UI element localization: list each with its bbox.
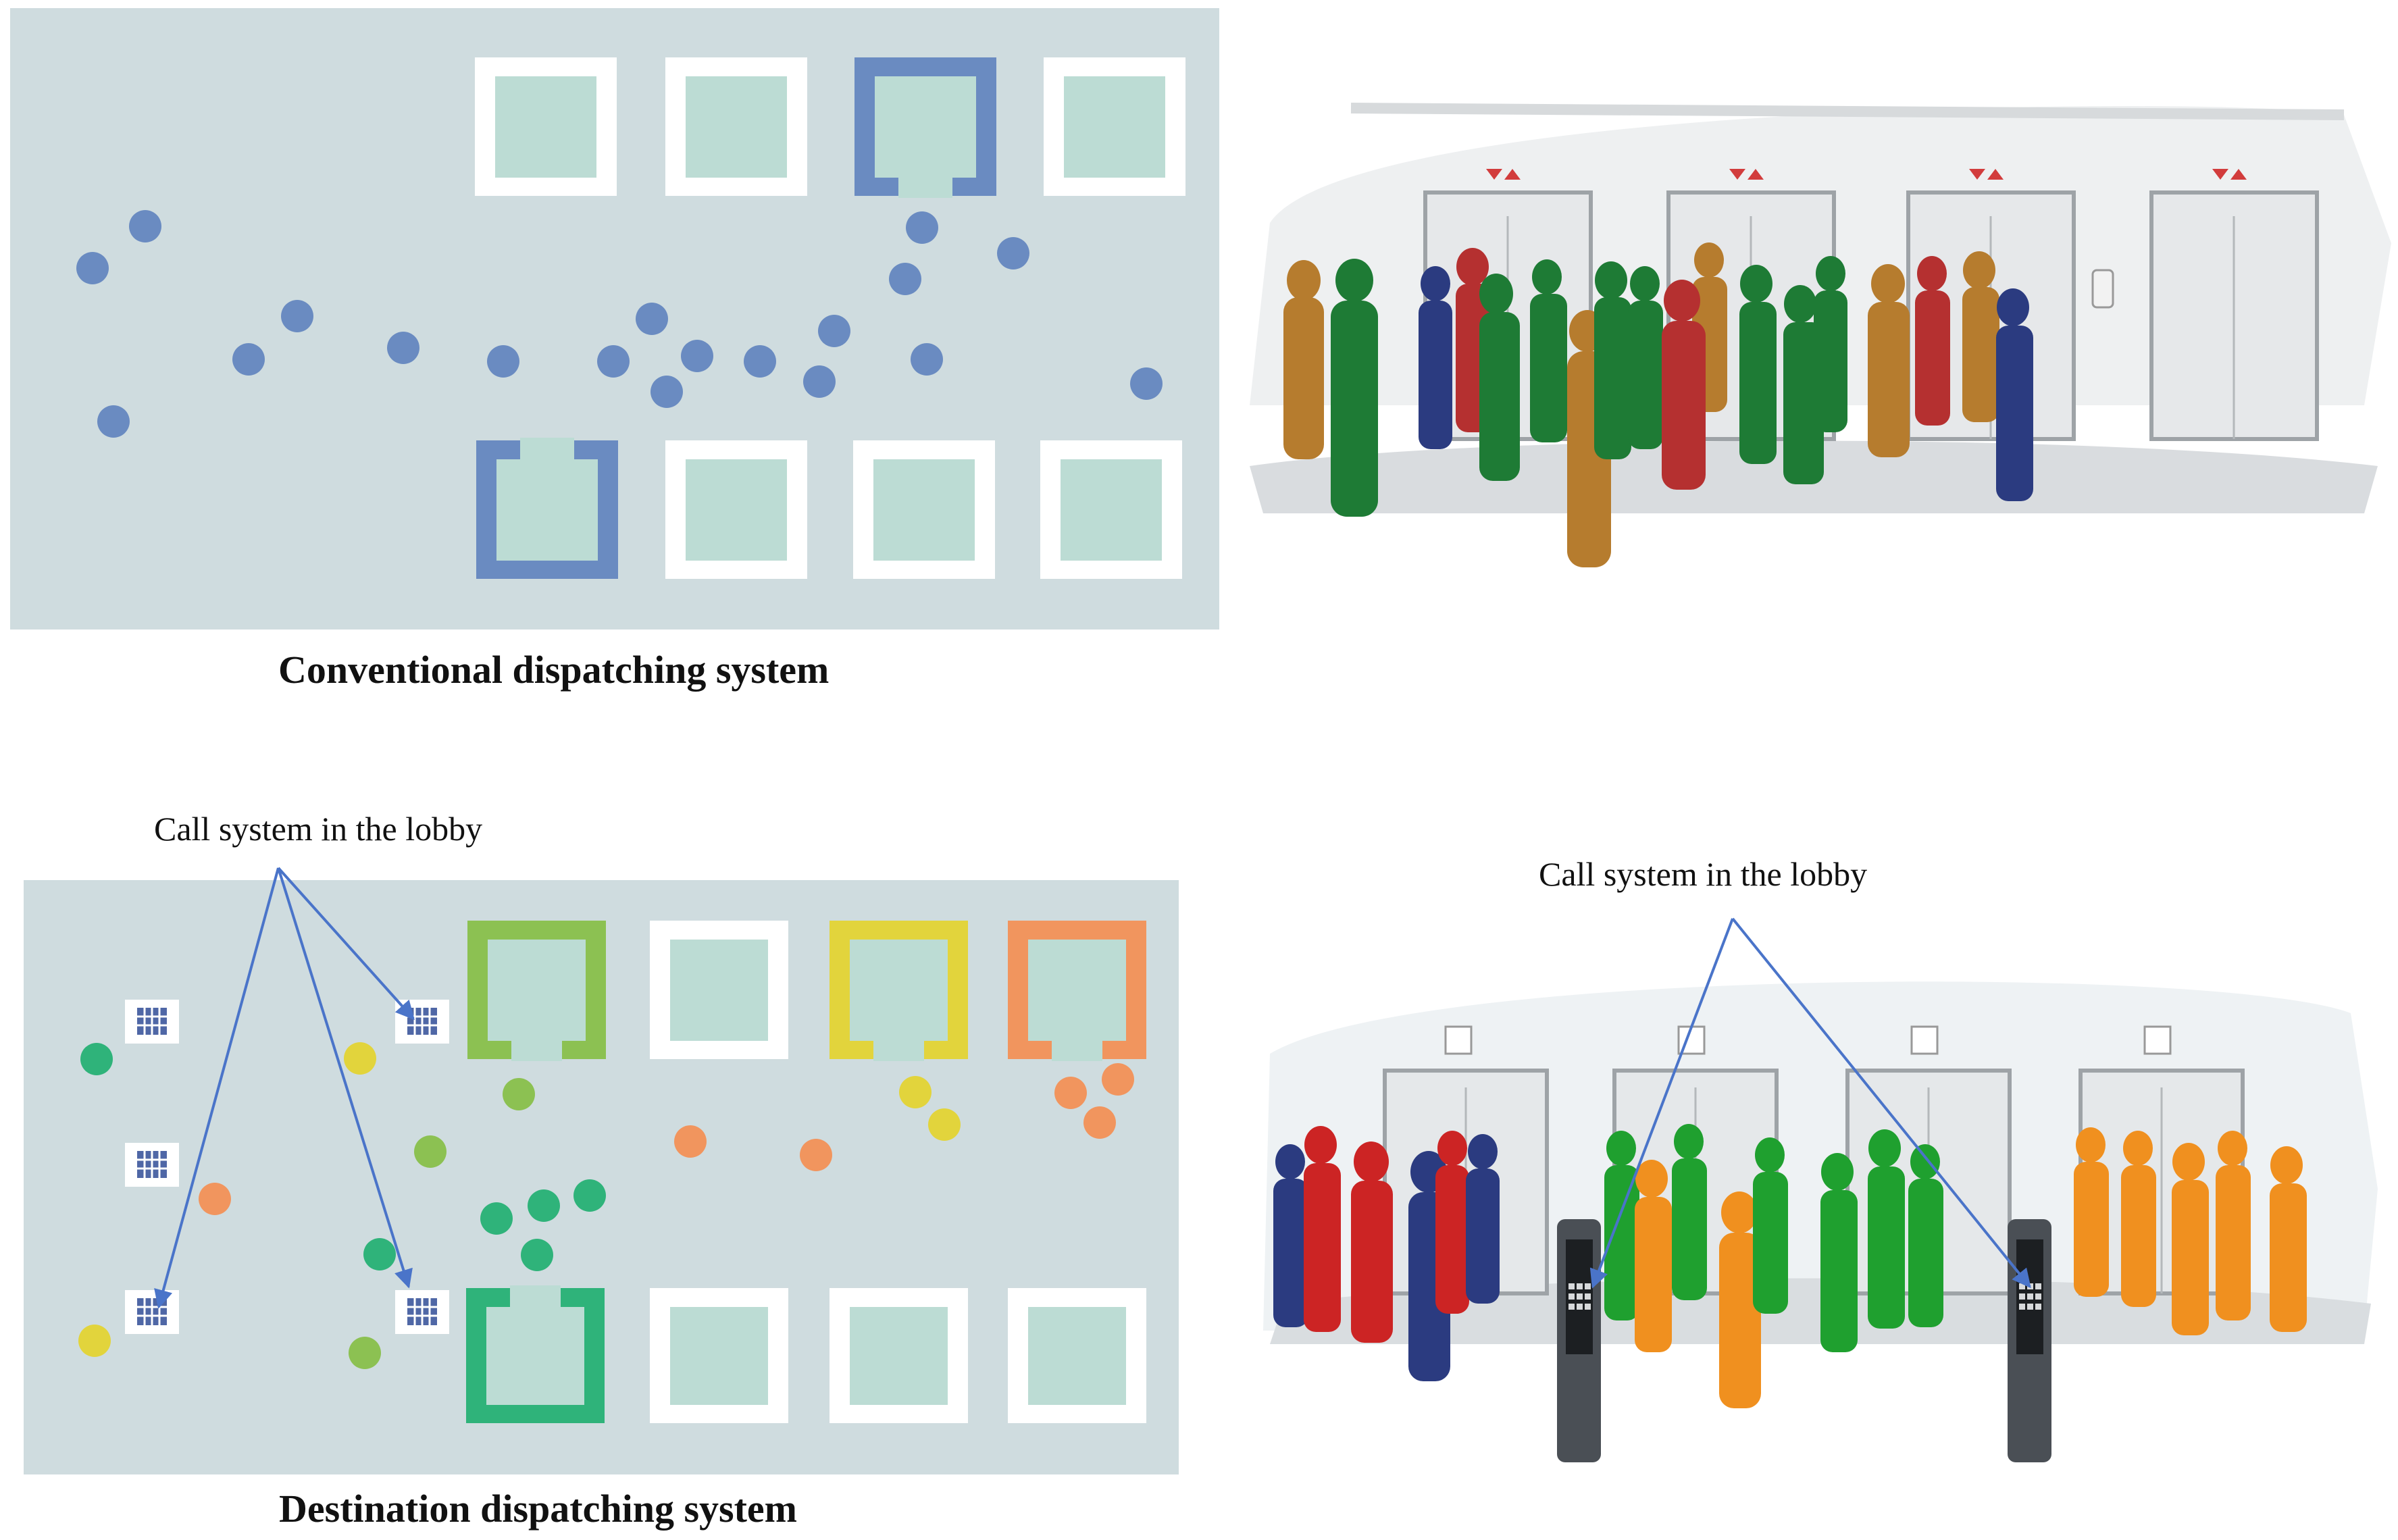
elevator-car-assigned <box>466 1285 605 1423</box>
callout-arrows-right <box>1589 917 2031 1289</box>
elevator-car <box>475 57 617 196</box>
destination-panel <box>24 880 1179 1474</box>
left-call-system-label: Call system in the lobby <box>154 810 483 848</box>
elevator-car-assigned <box>1008 921 1146 1061</box>
destination-terminal-icon <box>2008 1219 2051 1462</box>
elevator-car <box>650 921 788 1059</box>
elevator-car <box>1044 57 1185 196</box>
crowd-silhouettes <box>1283 242 2033 567</box>
elevator-car <box>665 440 807 579</box>
elevator-car-assigned <box>854 57 996 198</box>
elevator-car <box>1008 1288 1146 1423</box>
elevator-car-assigned <box>476 438 618 579</box>
hall-call-button-icon <box>2091 269 2114 309</box>
elevator-car-assigned <box>467 921 606 1061</box>
conventional-lobby-illustration <box>1250 103 2391 567</box>
callout-arrows-left <box>154 867 415 1309</box>
crowd-silhouettes <box>1273 1124 2307 1408</box>
elevator-car <box>853 440 995 579</box>
destination-caption: Destination dispatching system <box>279 1487 797 1531</box>
waiting-passengers <box>76 210 1163 438</box>
keypad-icon <box>125 1143 179 1187</box>
keypad-icon <box>395 1290 449 1334</box>
elevator-car <box>1040 440 1182 579</box>
conventional-caption: Conventional dispatching system <box>278 648 830 692</box>
waiting-passengers <box>78 1042 1134 1369</box>
direction-indicator-icon <box>1486 169 2247 180</box>
destination-lobby-illustration <box>1263 981 2378 1462</box>
keypad-icon <box>125 1290 179 1334</box>
conventional-panel <box>10 8 1219 630</box>
elevator-car <box>665 57 807 196</box>
elevator-car <box>650 1288 788 1423</box>
destination-terminal-icon <box>1557 1219 1601 1462</box>
right-call-system-label: Call system in the lobby <box>1539 855 1868 893</box>
keypad-icon <box>125 1000 179 1044</box>
elevator-car <box>830 1288 968 1423</box>
elevator-car-assigned <box>830 921 968 1061</box>
